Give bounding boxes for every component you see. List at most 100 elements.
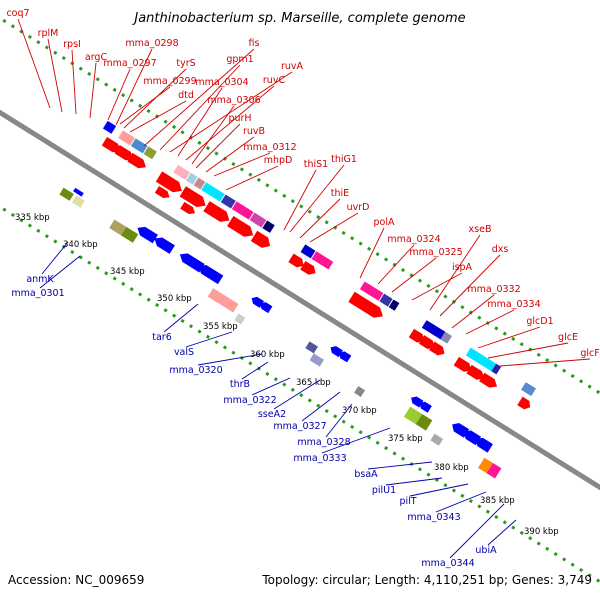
gene-box[interactable] bbox=[102, 120, 117, 134]
gene-label-argc[interactable]: argC bbox=[85, 52, 108, 63]
gene-box[interactable] bbox=[465, 347, 497, 372]
gene-label-ruva[interactable]: ruvA bbox=[281, 61, 304, 72]
gene-label-mma-0322[interactable]: mma_0322 bbox=[223, 395, 276, 406]
gene-arrow[interactable] bbox=[180, 201, 197, 217]
gene-box[interactable] bbox=[379, 293, 393, 307]
gene-box[interactable] bbox=[143, 146, 157, 160]
gene-arrow[interactable] bbox=[155, 171, 185, 195]
gene-arrow[interactable] bbox=[179, 186, 209, 210]
gene-arrow[interactable] bbox=[300, 260, 318, 277]
gene-label-tar6[interactable]: tar6 bbox=[152, 332, 172, 343]
gene-label-uvrd[interactable]: uvrD bbox=[347, 202, 370, 213]
gene-arrow[interactable] bbox=[453, 356, 475, 375]
gene-label-rplm[interactable]: rplM bbox=[38, 28, 59, 39]
gene-arrow[interactable] bbox=[408, 328, 427, 345]
gene-label-coq7[interactable]: coq7 bbox=[6, 8, 29, 19]
gene-box[interactable] bbox=[201, 182, 225, 202]
gene-label-mma-0301[interactable]: mma_0301 bbox=[11, 288, 64, 299]
gene-label-ispa[interactable]: ispA bbox=[452, 262, 473, 273]
gene-arrow[interactable] bbox=[114, 144, 135, 164]
gene-box[interactable] bbox=[262, 220, 275, 233]
gene-box[interactable] bbox=[305, 341, 319, 354]
gene-box[interactable] bbox=[311, 251, 334, 270]
gene-arrow[interactable] bbox=[418, 335, 437, 351]
gene-box[interactable] bbox=[193, 177, 206, 190]
gene-box[interactable] bbox=[231, 201, 254, 220]
gene-box[interactable] bbox=[415, 414, 433, 431]
gene-label-mma-0344[interactable]: mma_0344 bbox=[421, 558, 474, 569]
gene-arrow[interactable] bbox=[154, 185, 172, 201]
gene-box[interactable] bbox=[521, 382, 536, 397]
gene-label-mma-0312[interactable]: mma_0312 bbox=[243, 142, 296, 153]
gene-arrow[interactable] bbox=[177, 250, 205, 273]
gene-arrow[interactable] bbox=[196, 262, 224, 285]
gene-arrow[interactable] bbox=[127, 152, 148, 172]
gene-label-dxs[interactable]: dxs bbox=[492, 244, 509, 255]
gene-arrow[interactable] bbox=[337, 349, 352, 363]
gene-box[interactable] bbox=[388, 299, 400, 311]
gene-box[interactable] bbox=[421, 320, 446, 340]
gene-arrow[interactable] bbox=[203, 201, 232, 225]
gene-label-ruvb[interactable]: ruvB bbox=[243, 126, 265, 137]
gene-label-ssea2[interactable]: sseA2 bbox=[258, 409, 286, 420]
gene-label-glce[interactable]: glcE bbox=[558, 332, 578, 343]
gene-label-gpm1[interactable]: gpm1 bbox=[226, 54, 253, 65]
gene-label-dtd[interactable]: dtd bbox=[178, 90, 194, 101]
gene-label-anmk[interactable]: anmK bbox=[26, 274, 54, 285]
gene-arrow[interactable] bbox=[429, 341, 447, 358]
gene-box[interactable] bbox=[109, 219, 127, 236]
gene-arrow[interactable] bbox=[517, 396, 532, 412]
gene-label-mhpd[interactable]: mhpD bbox=[264, 155, 293, 166]
gene-box[interactable] bbox=[300, 244, 316, 259]
gene-label-vals[interactable]: valS bbox=[174, 347, 194, 358]
gene-arrow[interactable] bbox=[473, 435, 493, 453]
gene-box[interactable] bbox=[186, 172, 198, 185]
gene-label-mma-0320[interactable]: mma_0320 bbox=[169, 365, 222, 376]
gene-label-pilt[interactable]: pilT bbox=[399, 496, 416, 507]
gene-box[interactable] bbox=[359, 281, 384, 301]
gene-box[interactable] bbox=[220, 194, 236, 209]
gene-label-purh[interactable]: purH bbox=[228, 113, 251, 124]
gene-arrow[interactable] bbox=[227, 215, 256, 240]
gene-label-mma-0332[interactable]: mma_0332 bbox=[467, 284, 520, 295]
gene-box[interactable] bbox=[249, 212, 267, 228]
gene-label-glcd1[interactable]: glcD1 bbox=[526, 316, 553, 327]
gene-arrow[interactable] bbox=[258, 300, 273, 314]
gene-arrow[interactable] bbox=[466, 364, 487, 383]
gene-box[interactable] bbox=[486, 463, 502, 479]
gene-box[interactable] bbox=[121, 226, 139, 243]
gene-arrow[interactable] bbox=[101, 136, 123, 156]
gene-label-thig1[interactable]: thiG1 bbox=[331, 154, 357, 165]
gene-box[interactable] bbox=[309, 353, 324, 367]
gene-label-bsaa[interactable]: bsaA bbox=[354, 469, 378, 480]
gene-box[interactable] bbox=[118, 130, 135, 146]
gene-arrow[interactable] bbox=[250, 230, 273, 251]
gene-label-mma-0328[interactable]: mma_0328 bbox=[297, 437, 350, 448]
gene-arrow[interactable] bbox=[135, 224, 158, 244]
gene-label-mma-0298[interactable]: mma_0298 bbox=[125, 38, 178, 49]
gene-label-tyrs[interactable]: tyrS bbox=[176, 58, 195, 69]
gene-label-mma-0327[interactable]: mma_0327 bbox=[273, 421, 326, 432]
gene-box[interactable] bbox=[354, 385, 366, 397]
gene-box[interactable] bbox=[430, 433, 444, 446]
gene-box[interactable] bbox=[234, 313, 246, 325]
gene-label-ruvc[interactable]: ruvC bbox=[263, 75, 286, 86]
gene-arrow[interactable] bbox=[73, 187, 84, 197]
gene-box[interactable] bbox=[173, 164, 190, 180]
gene-label-thrb[interactable]: thrB bbox=[230, 379, 250, 390]
gene-label-glcf[interactable]: glcF bbox=[580, 348, 599, 359]
gene-arrow[interactable] bbox=[479, 372, 500, 391]
gene-label-fis[interactable]: fis bbox=[249, 38, 260, 49]
gene-label-thie[interactable]: thiE bbox=[331, 188, 349, 199]
gene-box[interactable] bbox=[207, 288, 239, 313]
gene-label-mma-0306[interactable]: mma_0306 bbox=[207, 95, 260, 106]
gene-label-mma-0334[interactable]: mma_0334 bbox=[487, 299, 540, 310]
gene-box[interactable] bbox=[72, 195, 85, 208]
gene-box[interactable] bbox=[59, 187, 74, 201]
gene-label-ubia[interactable]: ubiA bbox=[475, 545, 497, 556]
gene-label-mma-0297[interactable]: mma_0297 bbox=[103, 58, 156, 69]
gene-box[interactable] bbox=[491, 363, 502, 375]
gene-label-mma-0324[interactable]: mma_0324 bbox=[387, 234, 440, 245]
gene-label-pilu1[interactable]: pilU1 bbox=[372, 485, 396, 496]
gene-label-mma-0325[interactable]: mma_0325 bbox=[409, 247, 462, 258]
